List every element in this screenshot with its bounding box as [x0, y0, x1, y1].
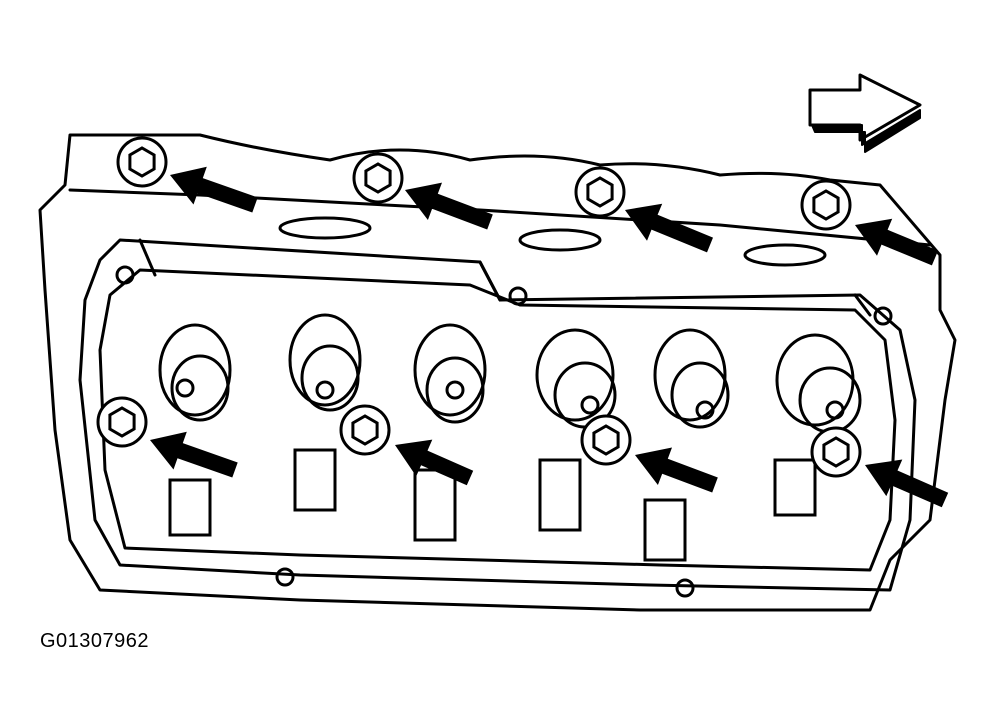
pointer-arrow-icon — [635, 447, 718, 493]
cylinder-head-outline — [38, 133, 957, 612]
hex-bolt-icon — [810, 426, 862, 478]
figure-code: G01307962 — [40, 630, 150, 652]
hex-bolt-icon — [116, 136, 168, 188]
rail-holes — [115, 265, 893, 598]
spring-3 — [413, 323, 487, 542]
spring-2 — [288, 313, 362, 512]
hex-bolt-icon — [800, 179, 852, 231]
pointer-arrow-icon — [395, 439, 474, 486]
hex-bolt-icon — [96, 396, 148, 448]
spring-5 — [643, 328, 730, 562]
hex-bolt-icon — [352, 152, 404, 204]
pointer-arrow-icon — [150, 431, 238, 478]
head-bolts — [96, 136, 862, 478]
spring-1 — [158, 323, 232, 537]
valve-springs — [158, 313, 862, 562]
spring-6 — [773, 333, 862, 517]
right-arrow-icon — [808, 73, 922, 153]
bolt-pointer-arrows — [150, 166, 949, 508]
hex-bolt-icon — [580, 414, 632, 466]
pointer-arrow-icon — [855, 218, 939, 266]
hex-bolt-icon — [574, 166, 626, 218]
hex-bolt-icon — [339, 404, 391, 456]
pointer-arrow-icon — [170, 166, 258, 213]
pointer-arrow-icon — [405, 182, 493, 230]
pointer-arrow-icon — [625, 203, 713, 253]
pointer-arrow-icon — [865, 459, 949, 508]
